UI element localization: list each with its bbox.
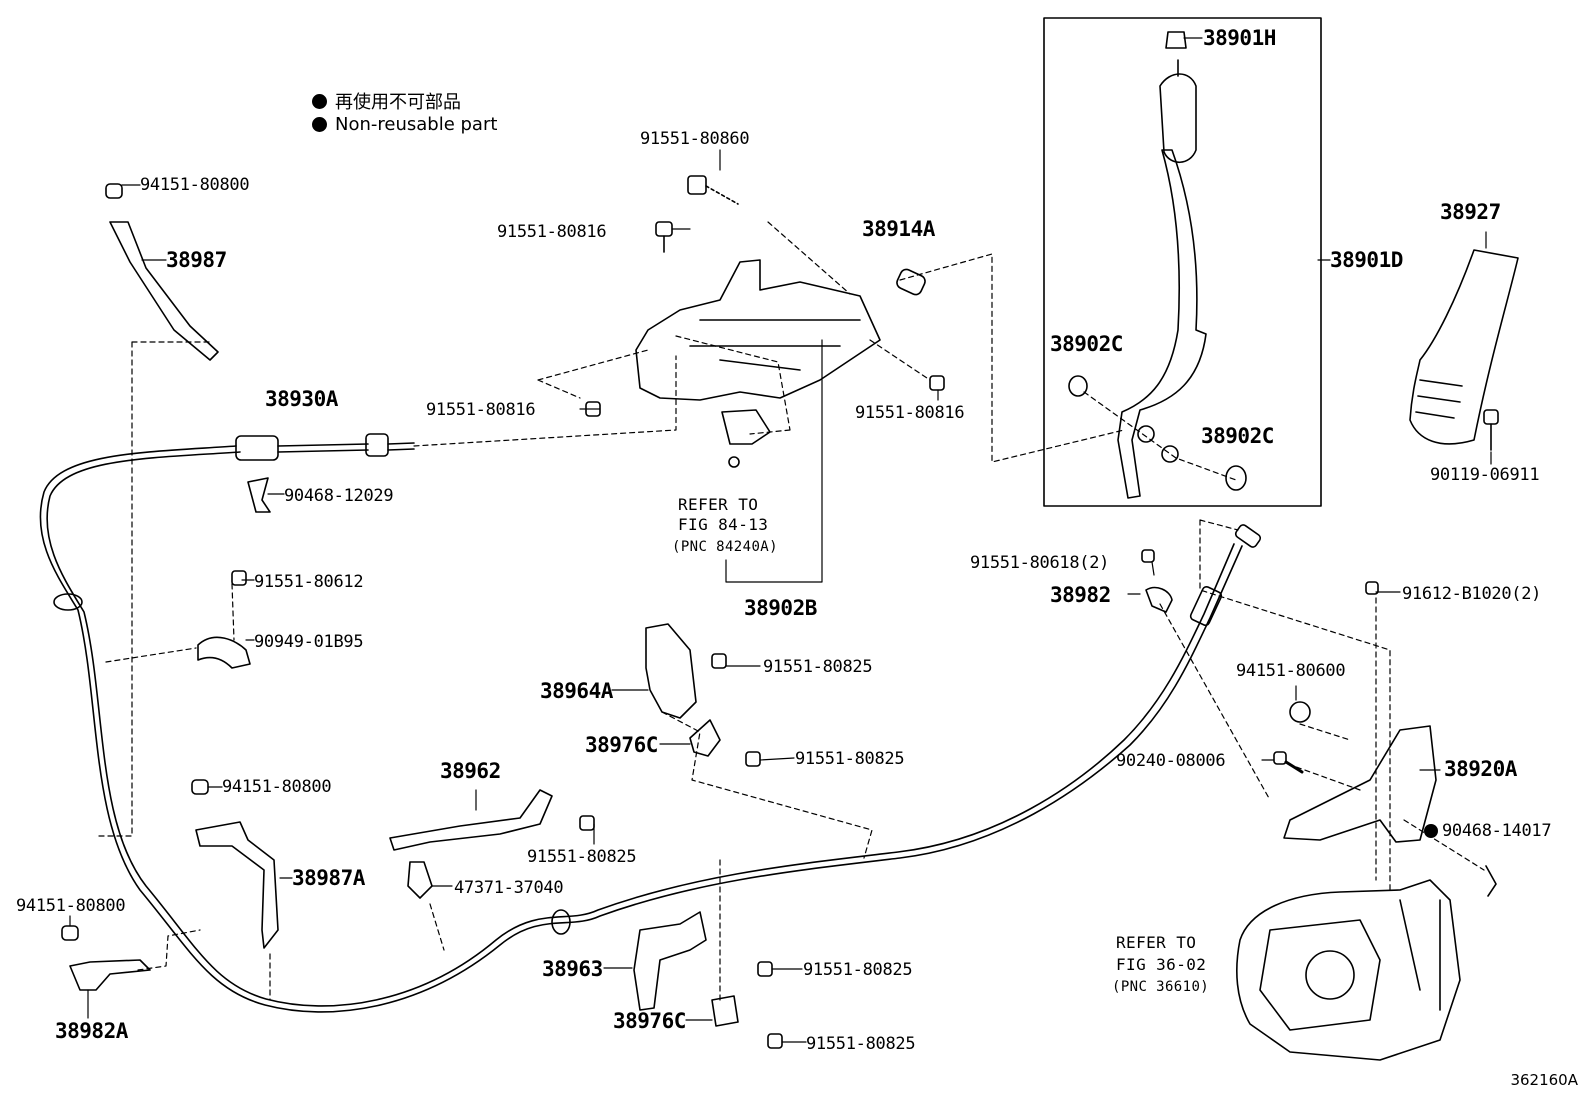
clamp-90949-01B95 — [197, 636, 251, 669]
part-label[interactable]: 38982A — [55, 1019, 128, 1043]
bracket-38920A — [1283, 725, 1437, 843]
part-label[interactable]: 94151-80600 — [1236, 661, 1346, 681]
part-label[interactable]: 91551-80825 — [806, 1034, 916, 1054]
clamp-38982A — [69, 959, 151, 991]
part-number-text: 90468-14017 — [1442, 821, 1552, 841]
legend-jp-text: 再使用不可部品 — [335, 92, 461, 113]
part-label[interactable]: 38902C — [1050, 332, 1123, 356]
clip-47371-37040 — [407, 861, 433, 899]
cable-grommet-1 — [53, 593, 83, 611]
cable-grommet-2 — [551, 909, 571, 935]
clip-38976C-lower — [711, 995, 739, 1027]
part-label[interactable]: 91551-80816 — [497, 222, 607, 242]
part-label[interactable]: 38901D — [1330, 248, 1403, 272]
part-label[interactable]: 38902B — [744, 596, 817, 620]
part-label[interactable]: 91551-80816 — [426, 400, 536, 420]
cotter-pin-90468-14017 — [1485, 865, 1497, 897]
refer-note-line[interactable]: FIG 84-13 — [678, 515, 769, 534]
part-label-non-reusable[interactable]: 90468-14017 — [1424, 821, 1552, 841]
part-label[interactable]: 38963 — [542, 957, 603, 981]
part-label[interactable]: 90119-06911 — [1430, 465, 1540, 485]
bolt-91551-80816-right — [929, 375, 945, 391]
lever-boot-38927 — [1409, 249, 1519, 445]
legend-row-en: Non-reusable part — [312, 114, 497, 135]
lever-bracket-38902B — [635, 259, 881, 401]
part-label[interactable]: 90240-08006 — [1116, 751, 1226, 771]
refer-note-line: REFER TO — [678, 495, 759, 514]
non-reusable-dot-icon — [1424, 824, 1438, 838]
part-label[interactable]: 91551-80825 — [803, 960, 913, 980]
part-label[interactable]: 94151-80800 — [222, 777, 332, 797]
legend-row-jp: 再使用不可部品 — [312, 88, 461, 114]
part-label[interactable]: 91551-80825 — [795, 749, 905, 769]
part-label[interactable]: 38964A — [540, 679, 613, 703]
part-label[interactable]: 94151-80800 — [16, 896, 126, 916]
non-reusable-dot-icon — [312, 117, 327, 132]
part-label[interactable]: 38962 — [440, 759, 501, 783]
spacer-38914A — [896, 268, 926, 296]
part-label[interactable]: 38914A — [862, 217, 935, 241]
refer-note-line: REFER TO — [1116, 933, 1197, 952]
bolt-91551-80816-top — [655, 221, 673, 237]
refer-note-line[interactable]: FIG 36-02 — [1116, 955, 1207, 974]
part-label[interactable]: 90468-12029 — [284, 486, 394, 506]
brake-lever-38901D — [1117, 149, 1207, 499]
bracket-38964A — [645, 623, 697, 719]
clamp-38982 — [1145, 586, 1173, 613]
clip-90468-12029 — [247, 477, 271, 513]
part-label[interactable]: 38976C — [613, 1009, 686, 1033]
refer-note-line: (PNC 36610) — [1112, 979, 1210, 995]
part-label[interactable]: 91551-80860 — [640, 129, 750, 149]
part-label[interactable]: 91551-80825 — [527, 847, 637, 867]
part-label[interactable]: 38976C — [585, 733, 658, 757]
non-reusable-dot-icon — [312, 93, 327, 109]
clamp-38987 — [109, 221, 219, 361]
part-label[interactable]: 38982 — [1050, 583, 1111, 607]
bracket-38963 — [633, 911, 707, 1011]
part-label[interactable]: 38901H — [1203, 26, 1276, 50]
part-label[interactable]: 91551-80816 — [855, 403, 965, 423]
part-label[interactable]: 38987A — [292, 866, 365, 890]
drum-brake-assembly — [1236, 879, 1461, 1061]
part-label[interactable]: 91612-B1020(2) — [1402, 584, 1542, 604]
cable-end-fitting — [235, 435, 279, 461]
clip-38976C-upper — [689, 719, 721, 757]
part-label[interactable]: 38930A — [265, 387, 338, 411]
part-label[interactable]: 91551-80618(2) — [970, 553, 1110, 573]
main-cable-38930A — [39, 445, 1243, 1013]
refer-note-line: (PNC 84240A) — [672, 539, 778, 555]
part-label[interactable]: 91551-80612 — [254, 572, 364, 592]
bracket-38962 — [389, 789, 553, 851]
lever-knob-38901H — [1165, 31, 1187, 49]
legend-en-text: Non-reusable part — [335, 114, 498, 135]
lever-subassembly-box — [1043, 17, 1322, 507]
part-label[interactable]: 90949-01B95 — [254, 632, 364, 652]
figure-id: 362160A — [1510, 1071, 1578, 1089]
part-label[interactable]: 94151-80800 — [140, 175, 250, 195]
brake-lever-grip — [1159, 73, 1197, 164]
part-label[interactable]: 38902C — [1201, 424, 1274, 448]
brake-switch — [721, 409, 771, 445]
part-label[interactable]: 47371-37040 — [454, 878, 564, 898]
bolt-91551-80860 — [687, 175, 707, 195]
part-label[interactable]: 38920A — [1444, 757, 1517, 781]
clamp-38987A — [195, 821, 279, 949]
part-label[interactable]: 38927 — [1440, 200, 1501, 224]
part-label[interactable]: 91551-80825 — [763, 657, 873, 677]
part-label[interactable]: 38987 — [166, 248, 227, 272]
